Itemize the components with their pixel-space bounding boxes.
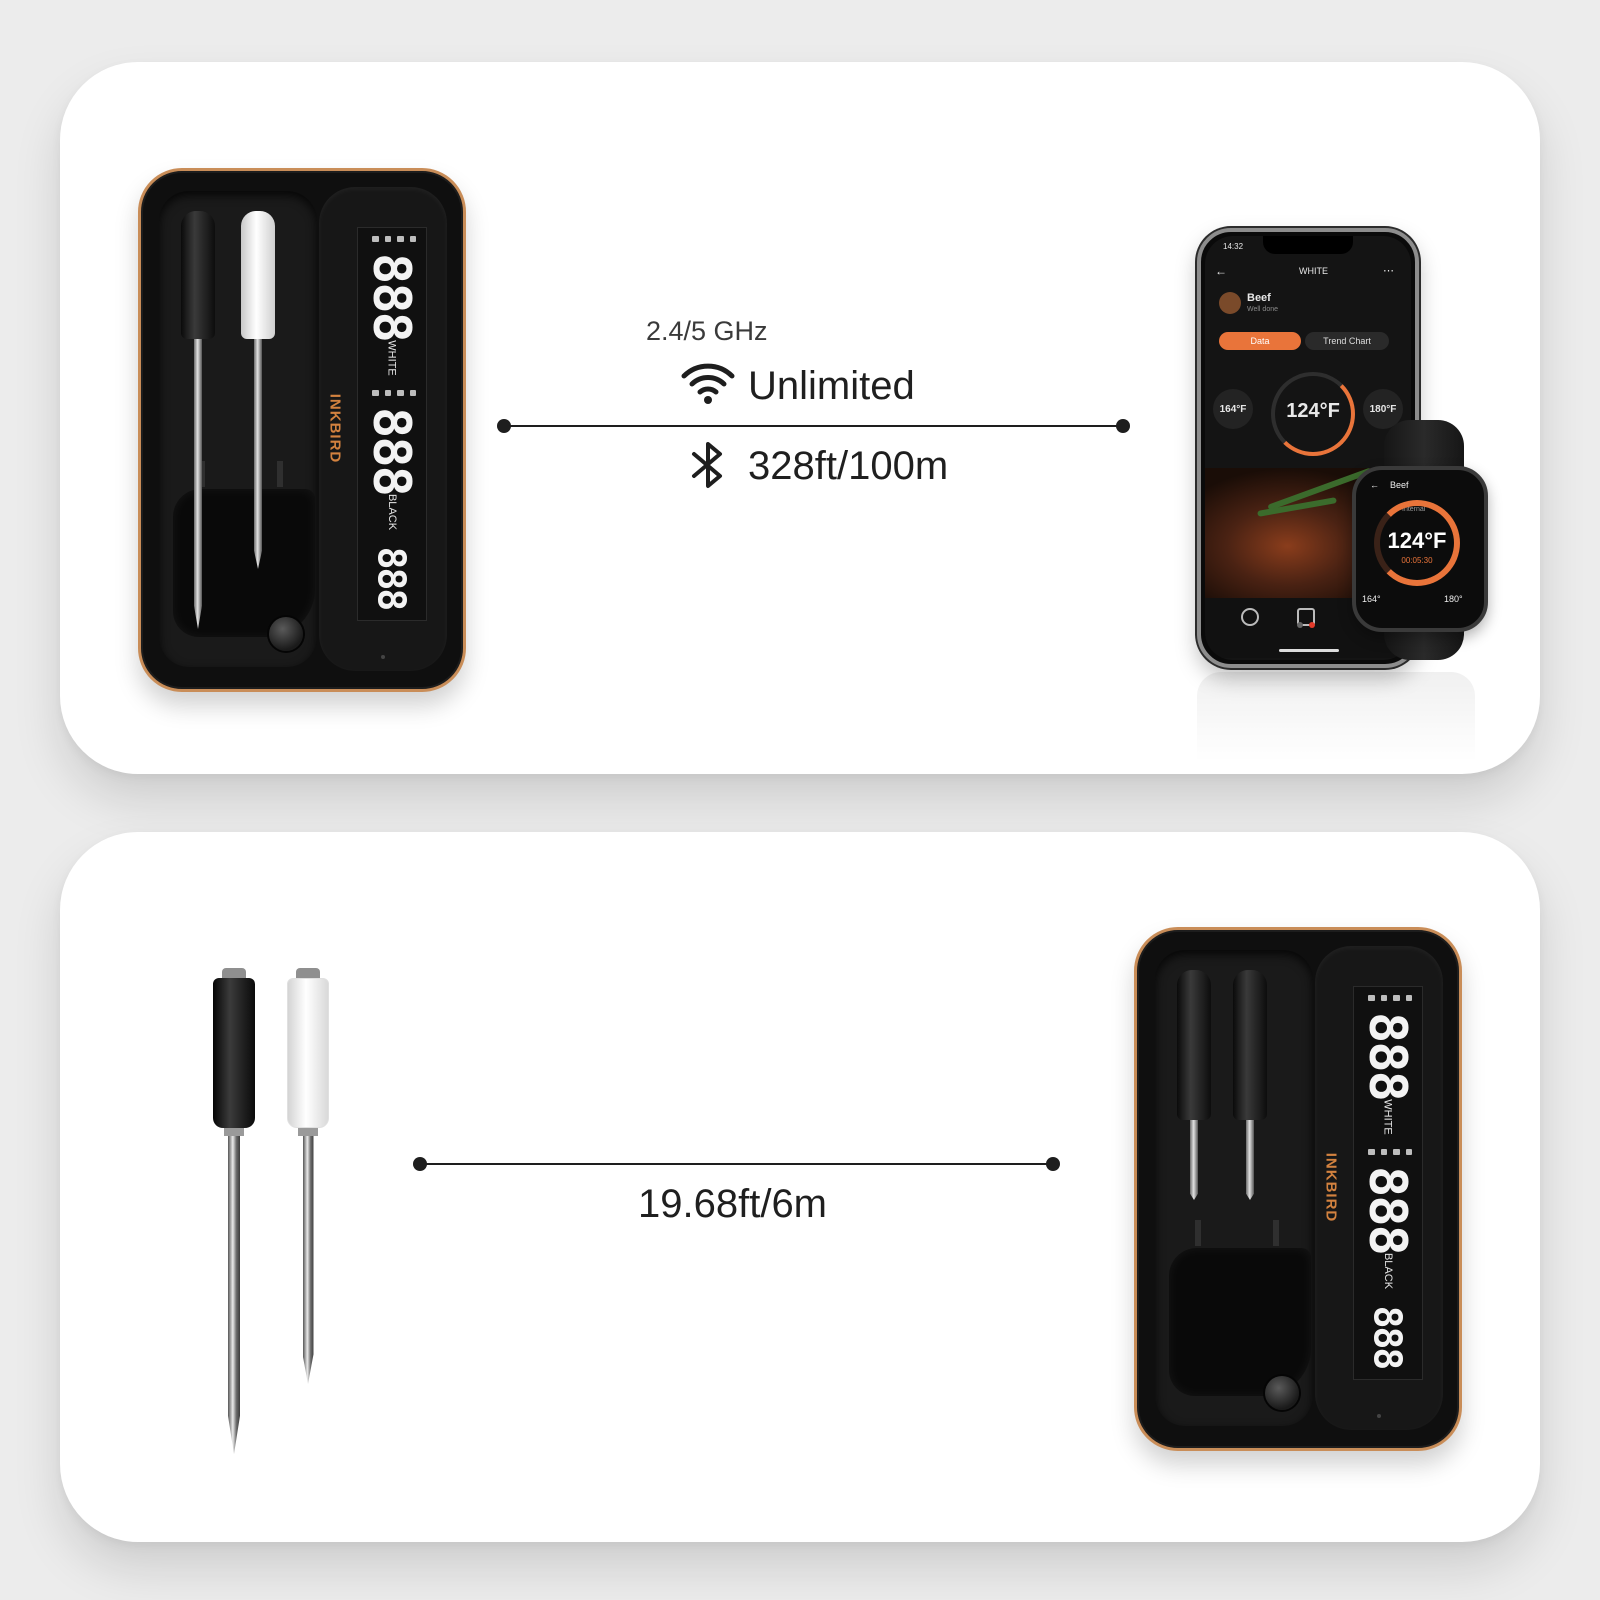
knob[interactable]: [1265, 1376, 1299, 1410]
connector-line: [504, 425, 1123, 427]
white-probe: [287, 968, 329, 1384]
food-name: Beef: [1247, 292, 1271, 304]
watch-gauge: [1374, 500, 1460, 586]
base-station: INKBIRD 888 WHITE 888 BLACK 888: [138, 168, 466, 692]
probe-distance: 19.68ft/6m: [638, 1182, 828, 1226]
connector-line: [420, 1163, 1053, 1165]
timer-icon[interactable]: [1241, 608, 1259, 626]
more-icon[interactable]: ⋯: [1383, 265, 1394, 277]
wifi-icon: [681, 363, 735, 404]
probe-range-panel: 19.68ft/6m INKBIRD 888 WHITE 888: [60, 832, 1540, 1542]
back-arrow-icon[interactable]: ←: [1215, 264, 1227, 278]
food-avatar: [1219, 292, 1241, 314]
docked-black-probe: [1177, 970, 1211, 1200]
black-probe: [213, 968, 255, 1454]
base-station: INKBIRD 888 WHITE 888 BLACK 888: [1134, 927, 1462, 1451]
status-time: 14:32: [1223, 242, 1244, 251]
bluetooth-icon: [692, 442, 722, 488]
display-black: 888: [361, 407, 422, 495]
knob[interactable]: [269, 617, 303, 651]
display-white: 888: [361, 253, 422, 341]
watch-timer: 00:05:30: [1401, 556, 1433, 565]
lcd-display: 888 WHITE 888 BLACK 888: [357, 227, 427, 621]
status-icons: [372, 236, 416, 242]
watch-target: 180°: [1444, 594, 1463, 604]
white-probe: [241, 211, 275, 569]
lcd-display: 888 WHITE 888 BLACK 888: [1353, 986, 1423, 1380]
watch-internal-temp: 124°F: [1387, 528, 1447, 553]
brand-logo: INKBIRD: [1322, 1152, 1340, 1222]
watch-food: Beef: [1390, 480, 1409, 490]
black-label: BLACK: [1381, 1252, 1394, 1290]
white-label: WHITE: [1381, 1099, 1394, 1135]
wifi-range: Unlimited: [748, 364, 915, 408]
tab-trend-chart[interactable]: Trend Chart: [1305, 332, 1389, 350]
wifi-frequency: 2.4/5 GHz: [646, 316, 768, 346]
display-black: 888: [1357, 1166, 1418, 1254]
internal-temp-gauge: [1271, 372, 1355, 456]
wireless-range-panel: INKBIRD 888 WHITE 888 BLACK 888 2.4/5: [60, 62, 1540, 774]
white-label: WHITE: [385, 340, 398, 376]
ambient-temp: 164°F: [1213, 389, 1253, 429]
connector-end-dot: [1046, 1157, 1060, 1171]
internal-temp: 124°F: [1286, 400, 1340, 422]
connector-end-dot: [1116, 419, 1130, 433]
bluetooth-range: 328ft/100m: [748, 444, 949, 488]
watch-back-icon[interactable]: ←: [1370, 480, 1379, 490]
display-ambient: 888: [369, 546, 414, 610]
doneness: Well done: [1247, 306, 1279, 313]
brand-logo: INKBIRD: [326, 393, 344, 463]
settings-icon[interactable]: [1297, 608, 1315, 626]
docked-white-probe: [1233, 970, 1267, 1200]
display-white: 888: [1357, 1012, 1418, 1100]
black-probe: [181, 211, 215, 629]
black-label: BLACK: [385, 493, 398, 531]
smartwatch: ← Beef Internal 124°F 00:05:30 164° 180°: [1352, 466, 1488, 632]
tab-data[interactable]: Data: [1219, 332, 1301, 350]
display-ambient: 888: [1365, 1305, 1410, 1369]
probe-selector[interactable]: WHITE: [1299, 266, 1328, 276]
watch-ambient: 164°: [1362, 594, 1381, 604]
